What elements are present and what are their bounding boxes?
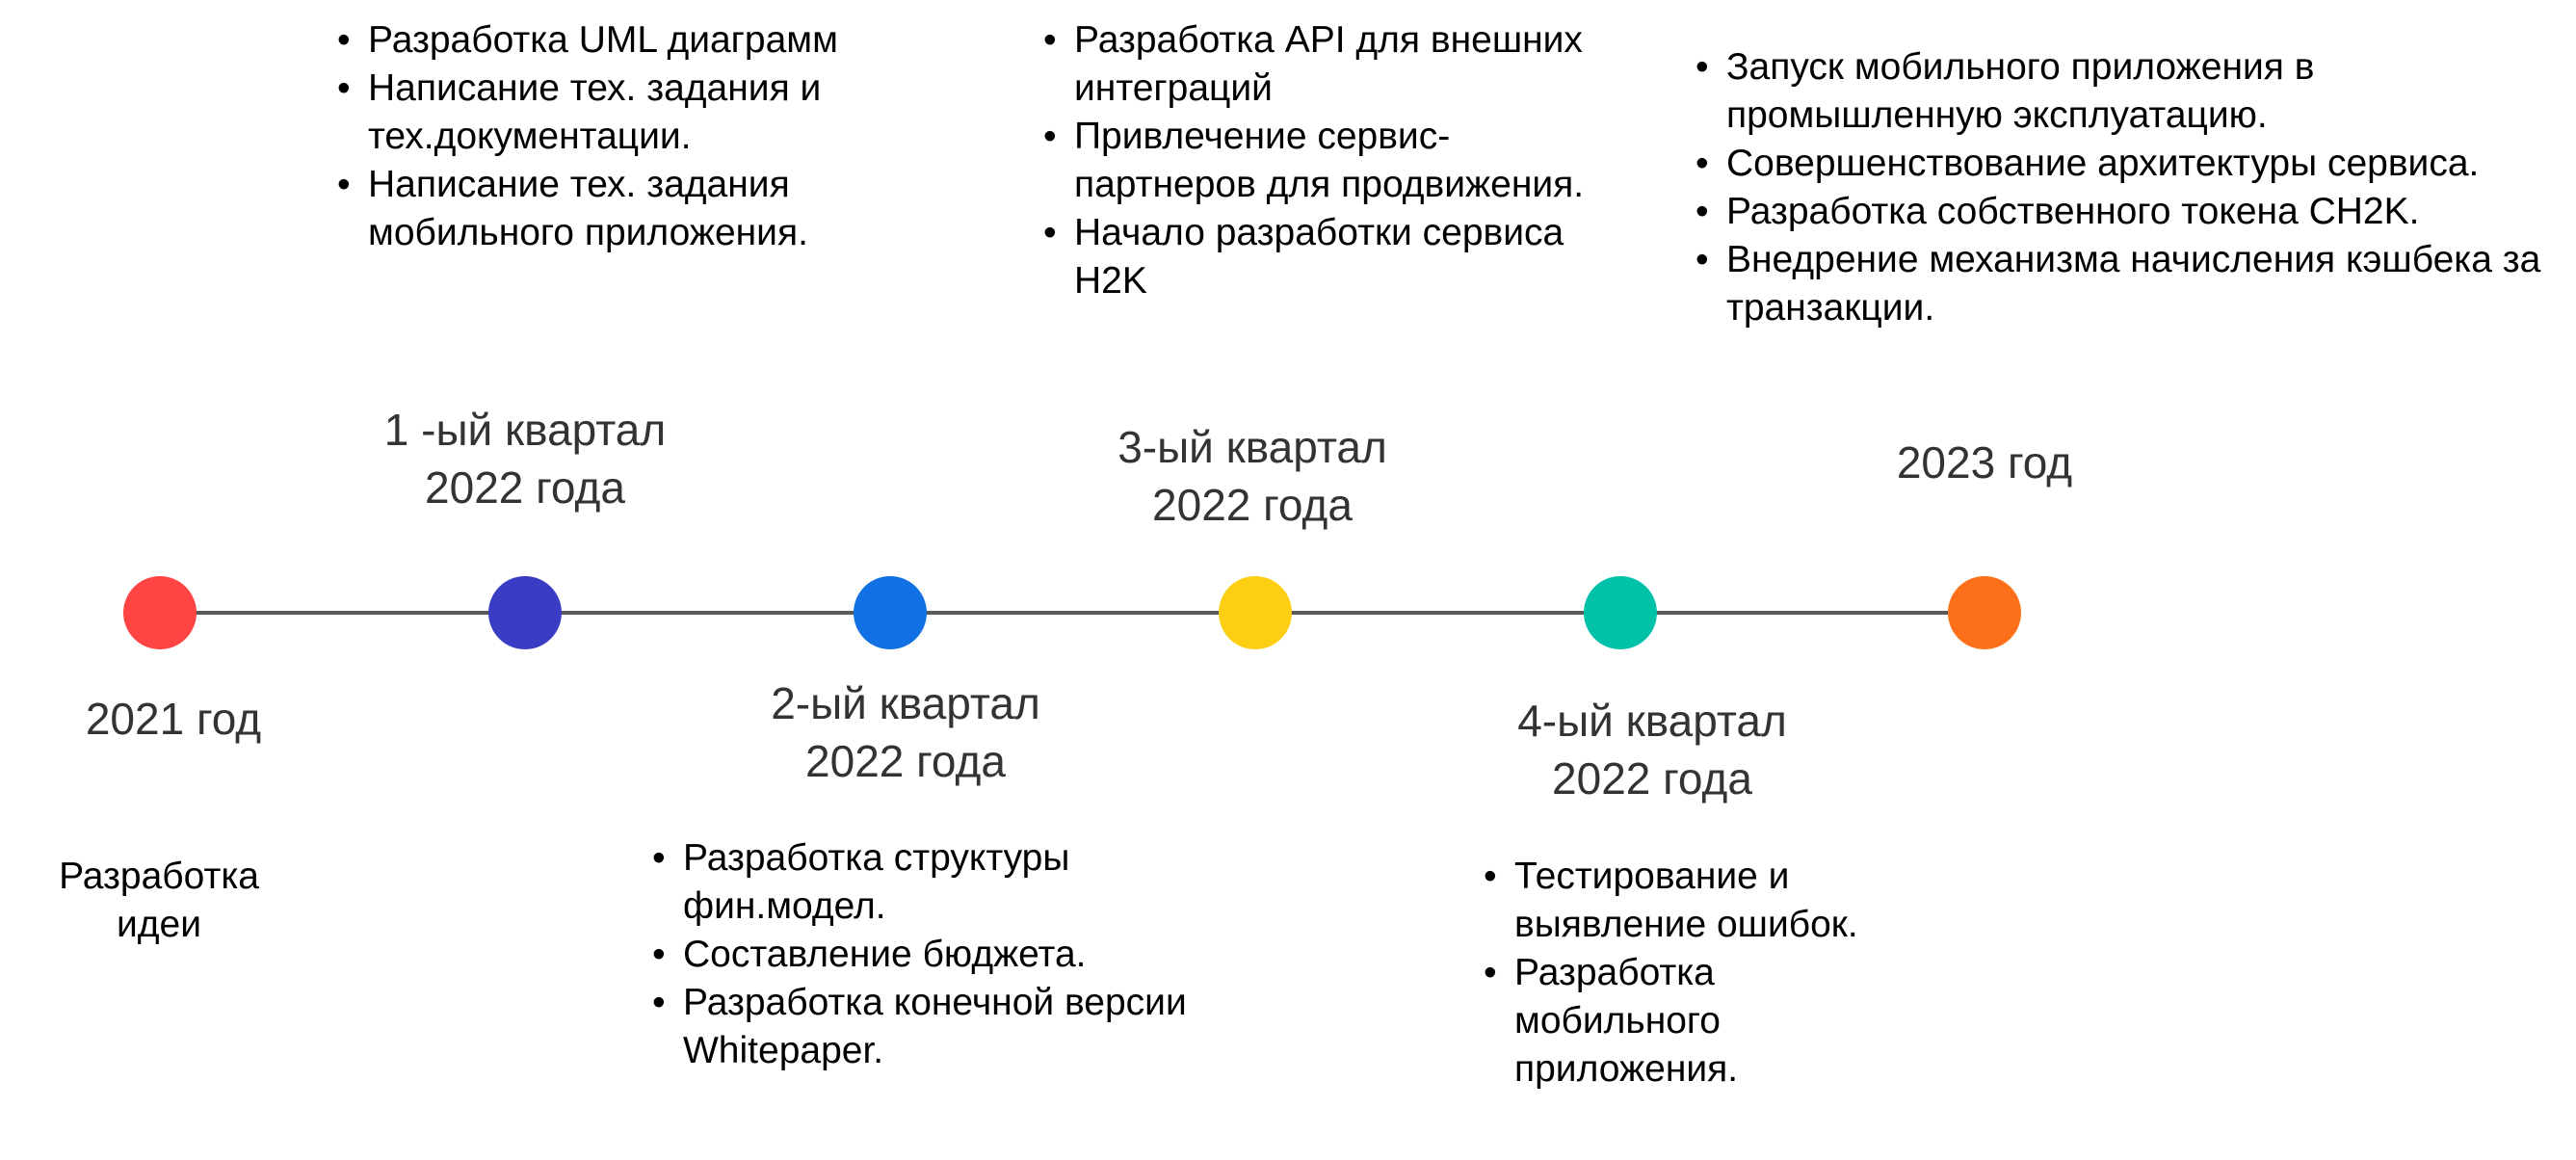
milestone-dot-q2-2022 <box>854 576 927 649</box>
task-item: Написание тех. задания и тех.документаци… <box>337 65 888 161</box>
task-item: Разработка конечной версии Whitepaper. <box>652 979 1203 1075</box>
milestone-label-q3-2022: 3-ый квартал 2022 года <box>1117 422 1387 530</box>
task-item: Разработка мобильного приложения. <box>1484 949 1900 1094</box>
milestone-label-2023: 2023 год <box>1896 437 2073 488</box>
task-item: Написание тех. задания мобильного прилож… <box>337 161 888 257</box>
task-item: Разработка собственного токена CH2K. <box>1695 188 2576 236</box>
milestone-label-q4-2022: 4-ый квартал 2022 года <box>1517 696 1787 804</box>
milestone-dot-2021 <box>123 576 197 649</box>
task-item: Разработка структуры фин.модел. <box>652 834 1203 931</box>
task-list-q3-2022: Разработка API для внешних интеграцийПри… <box>1043 16 1594 305</box>
task-list-q2-2022: Разработка структуры фин.модел.Составлен… <box>652 834 1203 1075</box>
task-item: Привлечение сервис-партнеров для продвиж… <box>1043 113 1594 209</box>
task-item: Запуск мобильного приложения в промышлен… <box>1695 43 2576 140</box>
milestone-dot-q3-2022 <box>1219 576 1292 649</box>
milestone-dot-q1-2022 <box>488 576 562 649</box>
task-item: Составление бюджета. <box>652 931 1203 979</box>
task-item: Начало разработки сервиса H2K <box>1043 209 1594 305</box>
task-item: Разработка UML диаграмм <box>337 16 888 65</box>
milestone-label-q2-2022: 2-ый квартал 2022 года <box>771 678 1040 786</box>
task-item: Совершенствование архитектуры сервиса. <box>1695 140 2576 188</box>
milestone-dot-2023 <box>1948 576 2021 649</box>
task-list-q4-2022: Тестирование и выявление ошибок.Разработ… <box>1484 853 1900 1094</box>
milestone-label-2021: 2021 год <box>85 694 262 744</box>
task-item: Внедрение механизма начисления кэшбека з… <box>1695 236 2576 332</box>
idea-text: Разработка идеи <box>59 856 259 945</box>
milestone-label-q1-2022: 1 -ый квартал 2022 года <box>383 405 667 513</box>
task-list-q1-2022: Разработка UML диаграммНаписание тех. за… <box>337 16 888 257</box>
timeline-line <box>159 611 1970 615</box>
task-item: Разработка API для внешних интеграций <box>1043 16 1594 113</box>
task-list-2023: Запуск мобильного приложения в промышлен… <box>1695 43 2576 332</box>
milestone-dot-q4-2022 <box>1584 576 1657 649</box>
task-item: Тестирование и выявление ошибок. <box>1484 853 1900 949</box>
